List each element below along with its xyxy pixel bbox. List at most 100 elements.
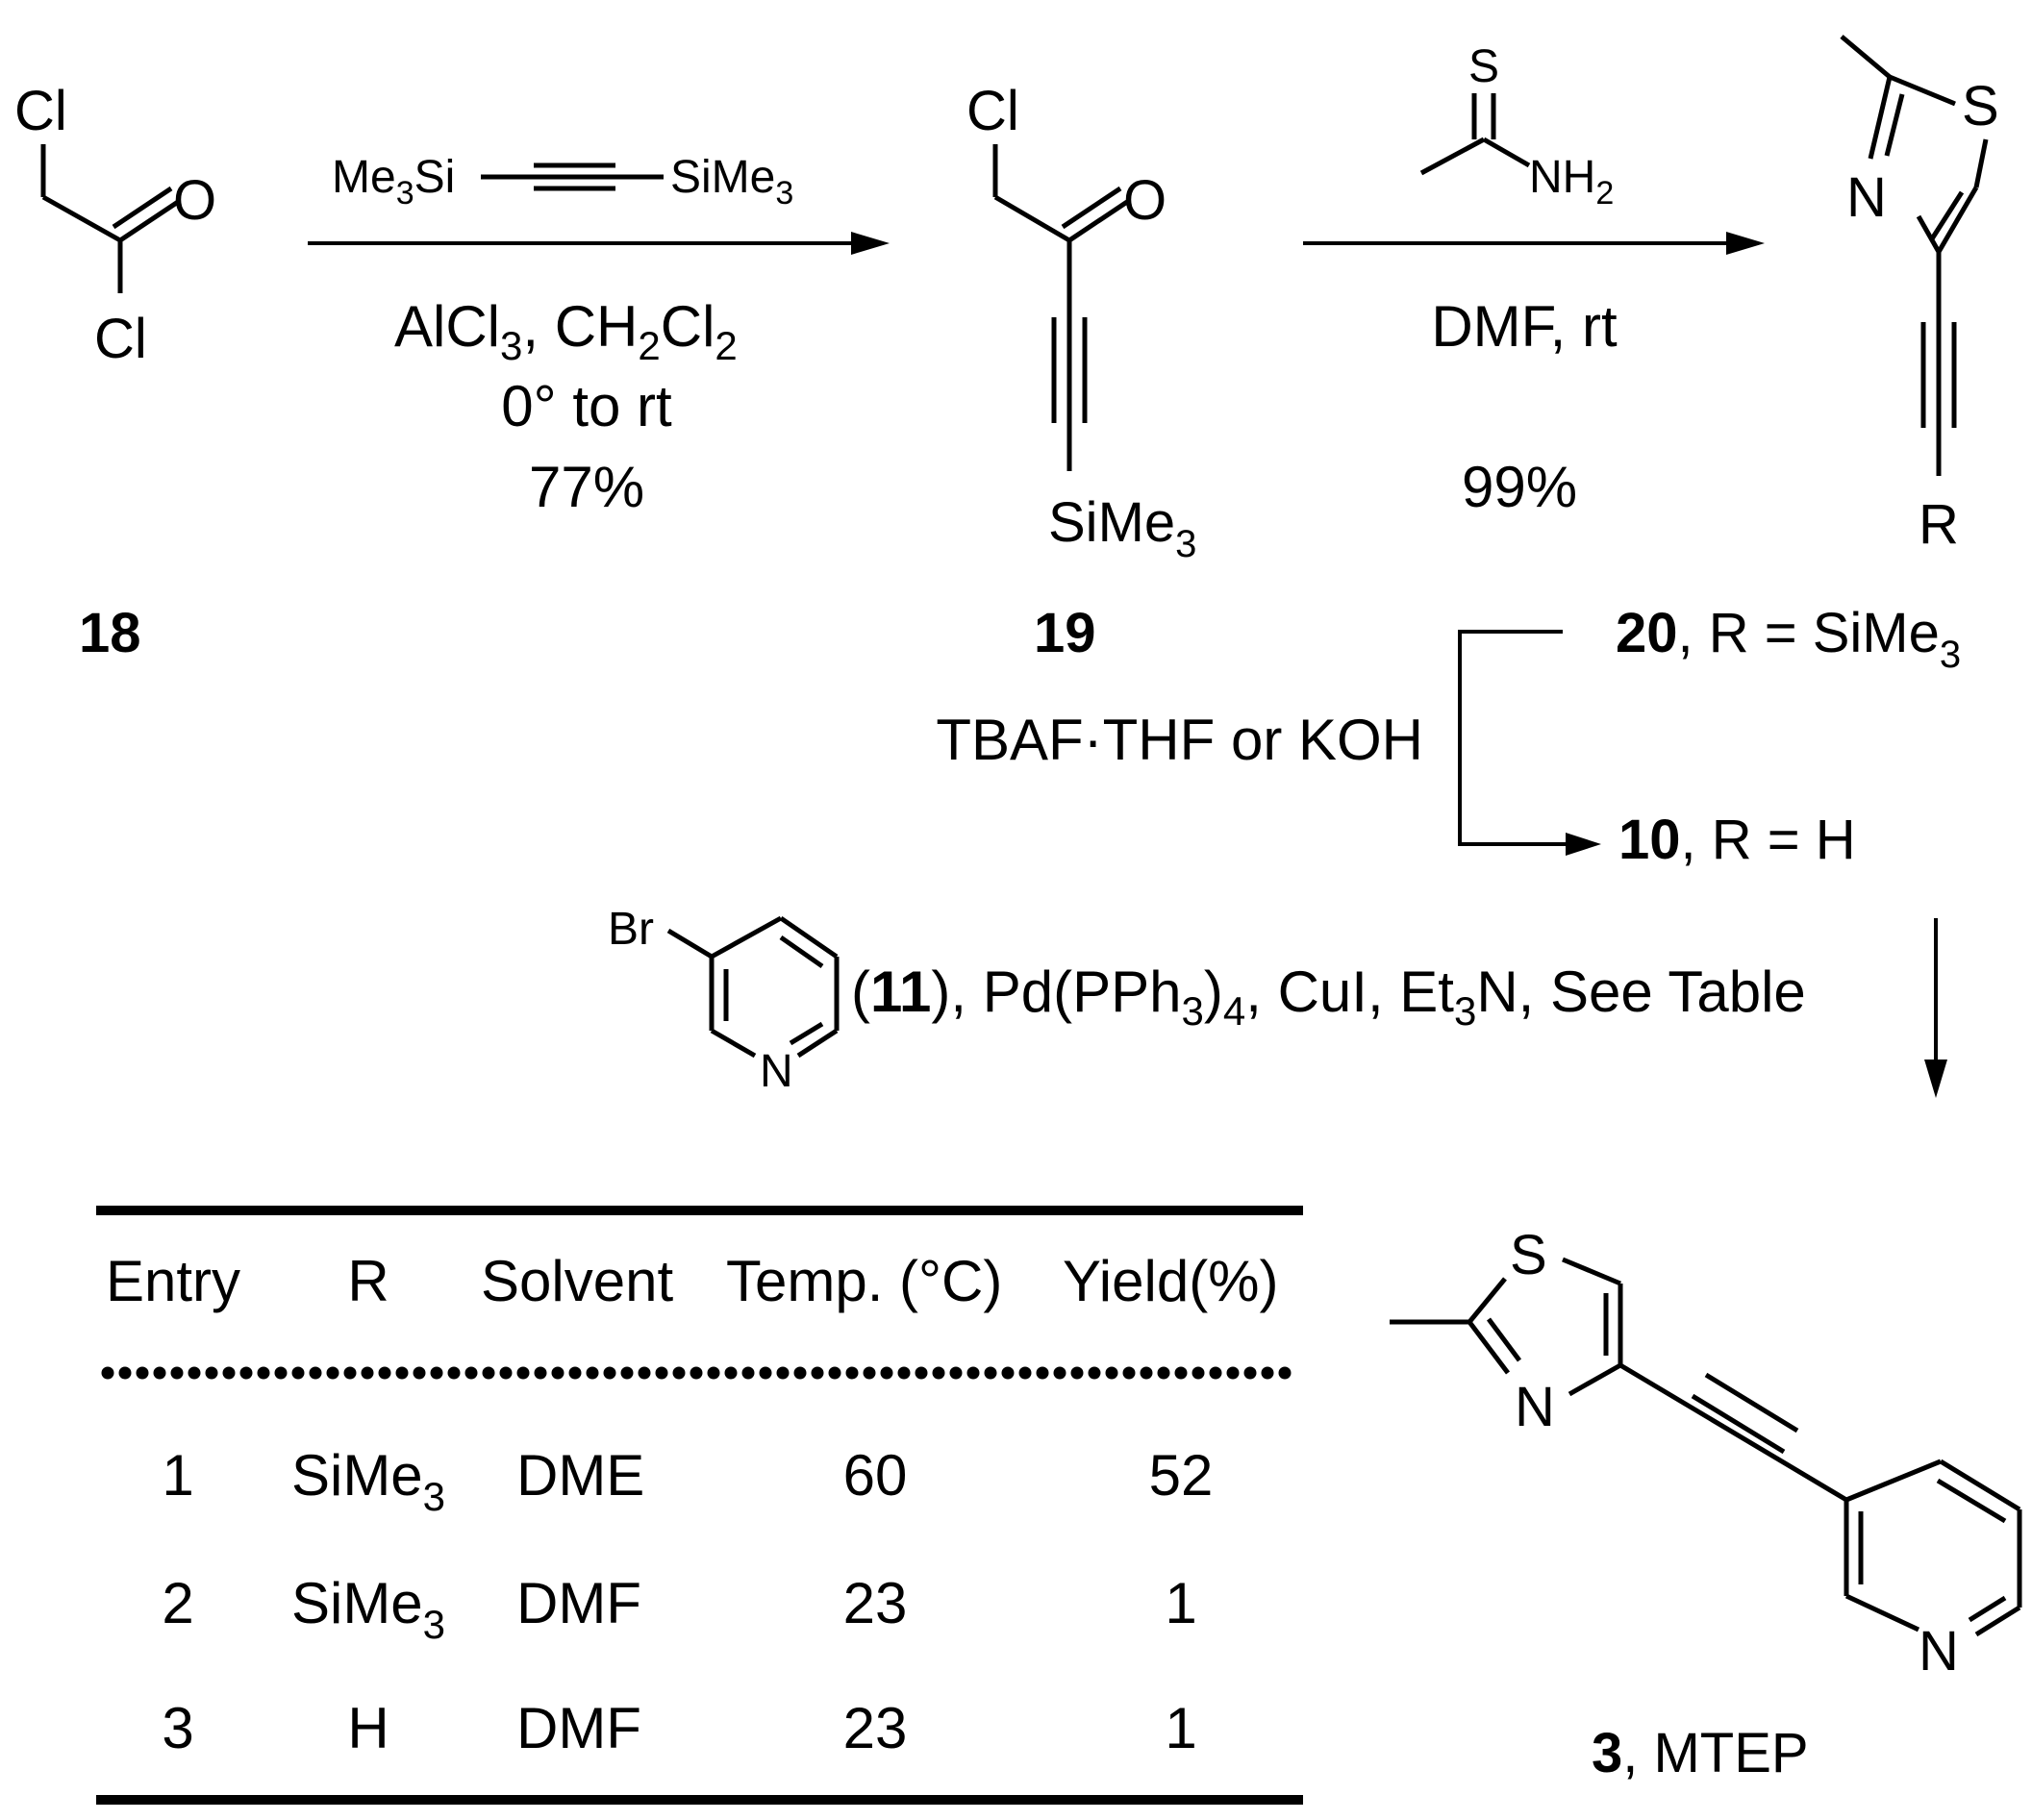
atom-n-thiazole: N xyxy=(1515,1376,1555,1438)
cell-entry: 1 xyxy=(162,1443,193,1508)
reagent-tms-left: Me3Si xyxy=(332,152,455,212)
bond xyxy=(779,915,839,960)
atom-br: Br xyxy=(608,904,654,955)
atom-o: O xyxy=(173,169,216,232)
atom-s: S xyxy=(1962,75,1999,137)
label-10: 10, R = H xyxy=(1618,809,1856,871)
bond xyxy=(1968,1595,2007,1623)
arrow-head xyxy=(1924,1060,1947,1098)
atom-n-pyridine: N xyxy=(1919,1620,1959,1683)
step2-solvent: DMF, rt xyxy=(1431,294,1618,359)
cell-r: H xyxy=(347,1696,389,1760)
atom-sime3: SiMe3 xyxy=(1048,491,1196,565)
cell-r: SiMe3 xyxy=(291,1571,445,1647)
bond xyxy=(1568,1362,1622,1397)
arrow-head xyxy=(851,232,890,255)
bond xyxy=(41,194,122,243)
cell-temp: 23 xyxy=(843,1696,908,1760)
bond xyxy=(1928,190,1965,242)
label-20: 20, R = SiMe3 xyxy=(1616,602,1961,676)
header-solvent: Solvent xyxy=(481,1249,673,1313)
step-4: Br N (11), Pd(PPh3)4, CuI, Et3N, See Tab… xyxy=(608,904,1947,1098)
bond xyxy=(710,915,783,960)
bond xyxy=(710,1028,757,1059)
cell-solvent: DMF xyxy=(516,1696,641,1760)
bond xyxy=(1482,137,1531,168)
bond xyxy=(1468,1320,1510,1375)
table-row: 3 H DMF 23 1 xyxy=(162,1696,1196,1760)
atom-s-thioamide: S xyxy=(1468,41,1499,92)
bond xyxy=(1916,214,1942,254)
bond xyxy=(666,928,714,960)
cell-solvent: DMF xyxy=(516,1571,641,1635)
header-r: R xyxy=(347,1249,389,1313)
compound-18: Cl O Cl 18 xyxy=(14,80,216,664)
step-1: Me3Si SiMe3 AlCl3, CH2Cl2 0° to rt 77% xyxy=(308,152,890,519)
bond xyxy=(1845,1458,1942,1503)
bond xyxy=(1936,1478,2007,1524)
bond xyxy=(796,1028,839,1059)
bond xyxy=(1884,93,1905,157)
bond xyxy=(1419,137,1486,176)
bond xyxy=(1486,1317,1522,1362)
cell-temp: 23 xyxy=(843,1571,908,1635)
bond xyxy=(1704,1372,1799,1434)
conditions-table: Entry R Solvent Temp. (°C) Yield(%) 1 Si… xyxy=(96,1206,1305,1805)
bond xyxy=(1974,1605,2021,1637)
arrow-head xyxy=(1566,833,1601,856)
table-row: 1 SiMe3 DME 60 52 xyxy=(162,1443,1213,1519)
label-18: 18 xyxy=(79,602,141,664)
bond xyxy=(1936,186,1979,254)
atom-cl: Cl xyxy=(966,80,1019,142)
bond xyxy=(1061,186,1122,230)
bond xyxy=(789,1021,824,1046)
bond xyxy=(1067,199,1129,243)
step1-yield: 77% xyxy=(529,455,644,519)
step2-yield: 99% xyxy=(1462,455,1577,519)
bond xyxy=(112,186,173,230)
header-temp: Temp. (°C) xyxy=(726,1249,1002,1313)
table-bottom-rule xyxy=(96,1795,1303,1805)
atom-r: R xyxy=(1919,493,1959,556)
cell-entry: 2 xyxy=(162,1571,193,1635)
label-19: 19 xyxy=(1034,602,1096,664)
cell-r: SiMe3 xyxy=(291,1443,445,1519)
atom-n: N xyxy=(1846,166,1887,229)
bond xyxy=(118,199,180,243)
compound-20: S N R 20, R = SiMe3 xyxy=(1616,35,1999,676)
atom-s: S xyxy=(1510,1224,1547,1286)
bond xyxy=(993,194,1071,243)
bond xyxy=(1840,35,1892,79)
step3-reagent: TBAF·THF or KOH xyxy=(936,708,1423,772)
cell-temp: 60 xyxy=(843,1443,908,1508)
label-3-mtep: 3, MTEP xyxy=(1592,1722,1809,1784)
reaction-arrow-3 xyxy=(1458,630,1577,846)
bond xyxy=(1618,1362,1848,1503)
bond xyxy=(1973,138,1989,188)
atom-cl-top: Cl xyxy=(14,80,67,142)
cell-yield: 52 xyxy=(1149,1443,1214,1508)
table-header: Entry R Solvent Temp. (°C) Yield(%) xyxy=(106,1249,1279,1313)
compound-19: Cl O SiMe3 19 xyxy=(966,80,1196,664)
step4-reagents: (11), Pd(PPh3)4, CuI, Et3N, See Table xyxy=(851,960,1806,1034)
atom-cl-bottom: Cl xyxy=(94,308,147,370)
bond xyxy=(1889,74,1956,107)
bond xyxy=(1468,1277,1507,1324)
atom-n-pyridine: N xyxy=(760,1046,793,1097)
compound-3-mtep: S N N 3, MTEP xyxy=(1390,1224,2022,1784)
cell-yield: 1 xyxy=(1165,1571,1196,1635)
reagent-tms-right: SiMe3 xyxy=(670,152,793,212)
bond xyxy=(1691,1393,1786,1455)
step1-reagents: AlCl3, CH2Cl2 xyxy=(394,294,738,368)
cell-yield: 1 xyxy=(1165,1696,1196,1760)
table-top-rule xyxy=(96,1206,1303,1215)
cell-entry: 3 xyxy=(162,1696,193,1760)
cell-solvent: DME xyxy=(516,1443,644,1508)
arrow-head xyxy=(1726,232,1765,255)
header-yield: Yield(%) xyxy=(1063,1249,1279,1313)
step-2: S NH2 DMF, rt 99% xyxy=(1303,41,1765,519)
bond xyxy=(1562,1257,1621,1286)
bond xyxy=(779,935,824,969)
table-row: 2 SiMe3 DMF 23 1 xyxy=(162,1571,1196,1647)
